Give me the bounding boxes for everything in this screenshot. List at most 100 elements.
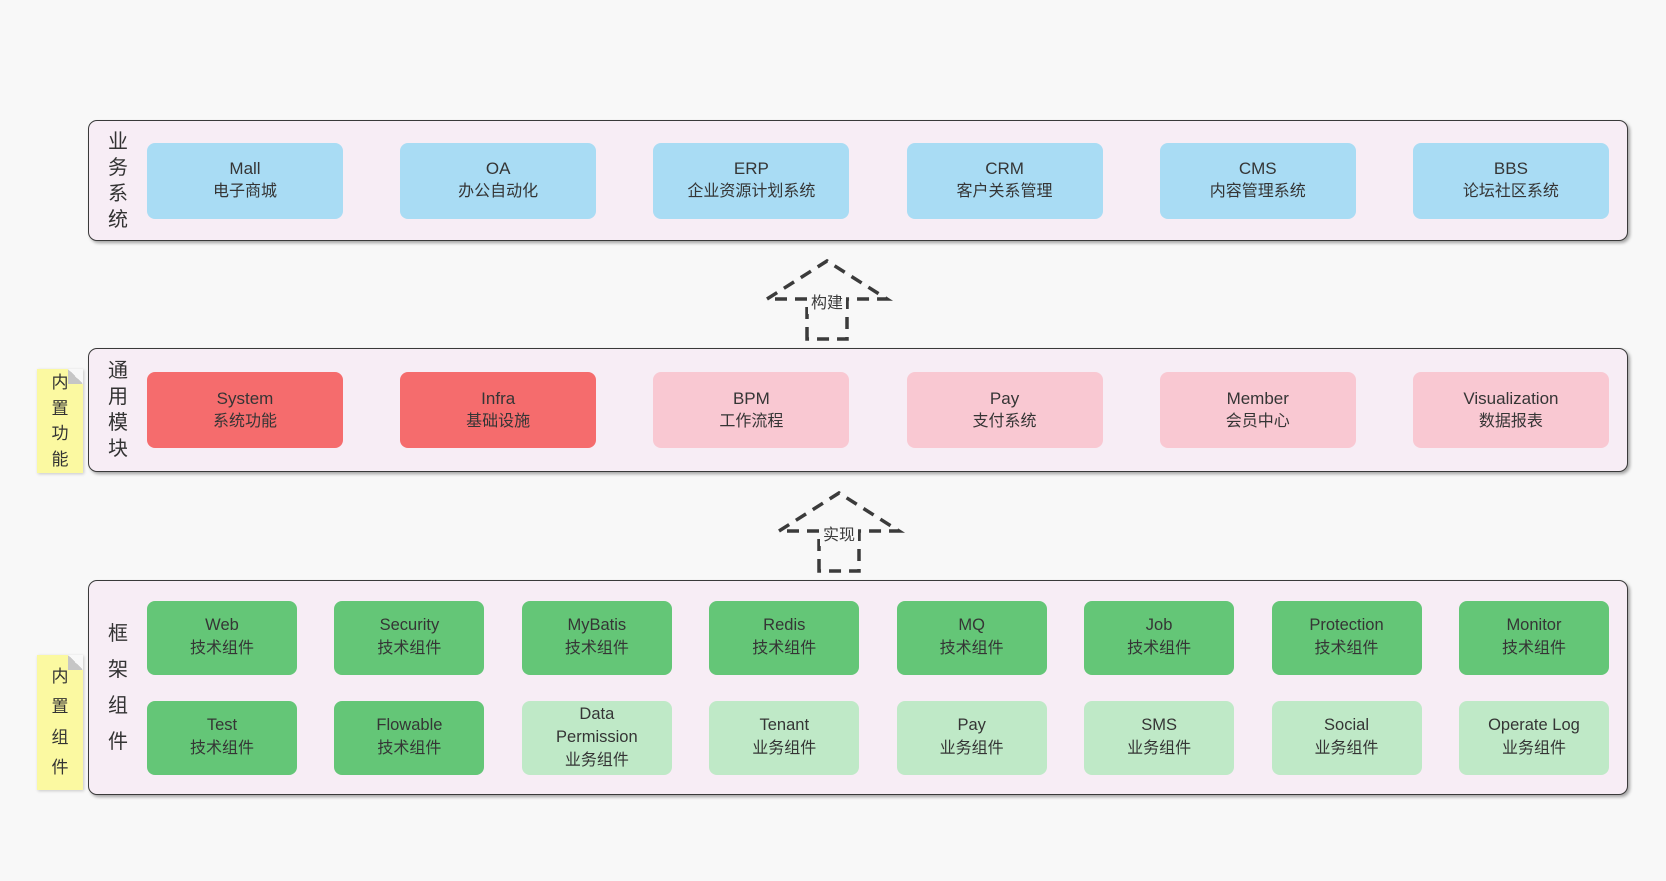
box-flowable: Flowable 技术组件 <box>334 700 485 775</box>
box-protection: Protection 技术组件 <box>1271 600 1422 675</box>
modules-layer-label: 通用模块 <box>89 349 147 471</box>
box-title: Visualization <box>1463 388 1559 408</box>
box-title: BPM <box>732 388 770 408</box>
box-subtitle: 系统功能 <box>212 412 277 430</box>
box-job: Job 技术组件 <box>1084 600 1235 675</box>
box-subtitle: 支付系统 <box>972 412 1037 430</box>
box-title: Flowable <box>376 716 443 735</box>
box-title: CRM <box>985 159 1024 179</box>
box-title: Infra <box>481 388 516 408</box>
box-title: Job <box>1145 616 1173 635</box>
box-security: Security 技术组件 <box>334 600 485 675</box>
box-subtitle: 业务组件 <box>1501 739 1566 757</box>
build-arrow-label: 构建 <box>807 287 847 314</box>
box-subtitle: 内容管理系统 <box>1209 183 1306 201</box>
implement-arrow-label: 实现 <box>819 519 859 546</box>
modules-layer-label-text: 通用模块 <box>108 360 128 460</box>
box-title: MyBatis <box>567 616 627 635</box>
component-boxes-row-2: Test 技术组件 Flowable 技术组件 Data Permission … <box>147 700 1609 775</box>
box-title: Pay <box>957 716 986 735</box>
box-erp: ERP 企业资源计划系统 <box>653 142 850 219</box>
box-operate-log: Operate Log 业务组件 <box>1458 700 1609 775</box>
box-subtitle: 技术组件 <box>752 639 817 657</box>
box-subtitle: 论坛社区系统 <box>1462 183 1559 201</box>
box-subtitle: 技术组件 <box>1314 639 1379 657</box>
box-system: System 系统功能 <box>147 372 343 448</box>
box-bbs: BBS 论坛社区系统 <box>1412 142 1609 219</box>
component-boxes-row-1: Web 技术组件 Security 技术组件 MyBatis 技术组件 Redi… <box>147 600 1609 675</box>
business-layer-label: 业务系统 <box>89 121 147 240</box>
box-subtitle: 业务组件 <box>752 739 817 757</box>
box-pay-biz: Pay 业务组件 <box>896 700 1047 775</box>
implement-arrow: 实现 <box>769 487 909 575</box>
business-layer-label-text: 业务系统 <box>108 130 128 231</box>
box-title: BBS <box>1493 159 1528 179</box>
box-title: ERP <box>733 159 769 179</box>
box-web: Web 技术组件 <box>147 600 297 675</box>
box-title: Social <box>1324 716 1369 735</box>
sticky-note-built-in-functions: 内置功能 <box>37 369 83 473</box>
box-title: Mall <box>229 159 261 179</box>
box-subtitle: 数据报表 <box>1478 412 1543 430</box>
box-infra: Infra 基础设施 <box>400 372 597 448</box>
box-title: MQ <box>958 616 985 635</box>
box-title: CMS <box>1238 159 1277 179</box>
box-visualization: Visualization 数据报表 <box>1412 372 1609 448</box>
box-subtitle: 技术组件 <box>189 739 254 757</box>
box-title: OA <box>485 159 511 179</box>
box-subtitle: 业务组件 <box>1127 739 1192 757</box>
box-subtitle: 业务组件 <box>564 751 629 769</box>
business-boxes: Mall 电子商城 OA 办公自动化 ERP 企业资源计划系统 CRM 客户关系… <box>147 121 1627 240</box>
common-modules-layer: 通用模块 System 系统功能 Infra 基础设施 BPM 工作流程 Pay… <box>88 348 1628 472</box>
box-subtitle: 会员中心 <box>1225 412 1290 430</box>
box-subtitle: 基础设施 <box>466 412 531 430</box>
up-arrow-icon <box>772 490 906 573</box>
box-subtitle: 技术组件 <box>564 639 629 657</box>
box-title: Test <box>206 716 238 735</box>
box-subtitle: 技术组件 <box>1127 639 1192 657</box>
box-test: Test 技术组件 <box>147 700 297 775</box>
box-subtitle: 技术组件 <box>189 639 254 657</box>
box-title: Redis <box>763 616 806 635</box>
box-title: Protection <box>1309 616 1384 635</box>
box-mq: MQ 技术组件 <box>896 600 1047 675</box>
box-subtitle: 业务组件 <box>939 739 1004 757</box>
build-arrow: 构建 <box>757 255 897 343</box>
sticky-note-built-in-components: 内置组件 <box>37 655 83 790</box>
box-title: System <box>216 388 274 408</box>
components-layer-label: 框架组件 <box>89 581 147 794</box>
box-subtitle: 技术组件 <box>1501 639 1566 657</box>
box-redis: Redis 技术组件 <box>709 600 860 675</box>
components-layer-label-text: 框架组件 <box>108 622 128 753</box>
box-sms: SMS 业务组件 <box>1084 700 1235 775</box>
sticky-note-text: 内置功能 <box>51 373 69 469</box>
box-title: Member <box>1226 388 1289 408</box>
box-subtitle: 技术组件 <box>377 739 442 757</box>
box-subtitle: 电子商城 <box>212 183 277 201</box>
box-mall: Mall 电子商城 <box>147 142 343 219</box>
box-title: Web <box>205 616 239 635</box>
box-mybatis: MyBatis 技术组件 <box>521 600 672 675</box>
box-monitor: Monitor 技术组件 <box>1458 600 1609 675</box>
framework-components-layer: 框架组件 Web 技术组件 Security 技术组件 MyBatis 技术组件… <box>88 580 1628 795</box>
box-pay: Pay 支付系统 <box>906 372 1103 448</box>
box-subtitle: 技术组件 <box>939 639 1004 657</box>
box-subtitle: 客户关系管理 <box>956 183 1053 201</box>
box-title: Monitor <box>1506 616 1562 635</box>
box-subtitle: 工作流程 <box>719 412 784 430</box>
box-tenant: Tenant 业务组件 <box>709 700 860 775</box>
box-title: SMS <box>1141 716 1177 735</box>
box-subtitle: 办公自动化 <box>458 183 539 201</box>
box-subtitle: 技术组件 <box>377 639 442 657</box>
box-title: Security <box>379 616 440 635</box>
box-oa: OA 办公自动化 <box>400 142 597 219</box>
box-subtitle: 业务组件 <box>1314 739 1379 757</box>
box-title: Tenant <box>759 716 810 735</box>
box-member: Member 会员中心 <box>1159 372 1356 448</box>
box-title: Pay <box>989 388 1020 408</box>
sticky-note-text: 内置组件 <box>51 667 69 777</box>
box-data-permission: Data Permission 业务组件 <box>521 700 672 775</box>
box-subtitle: 企业资源计划系统 <box>687 183 816 201</box>
business-systems-layer: 业务系统 Mall 电子商城 OA 办公自动化 ERP 企业资源计划系统 CRM… <box>88 120 1628 241</box>
